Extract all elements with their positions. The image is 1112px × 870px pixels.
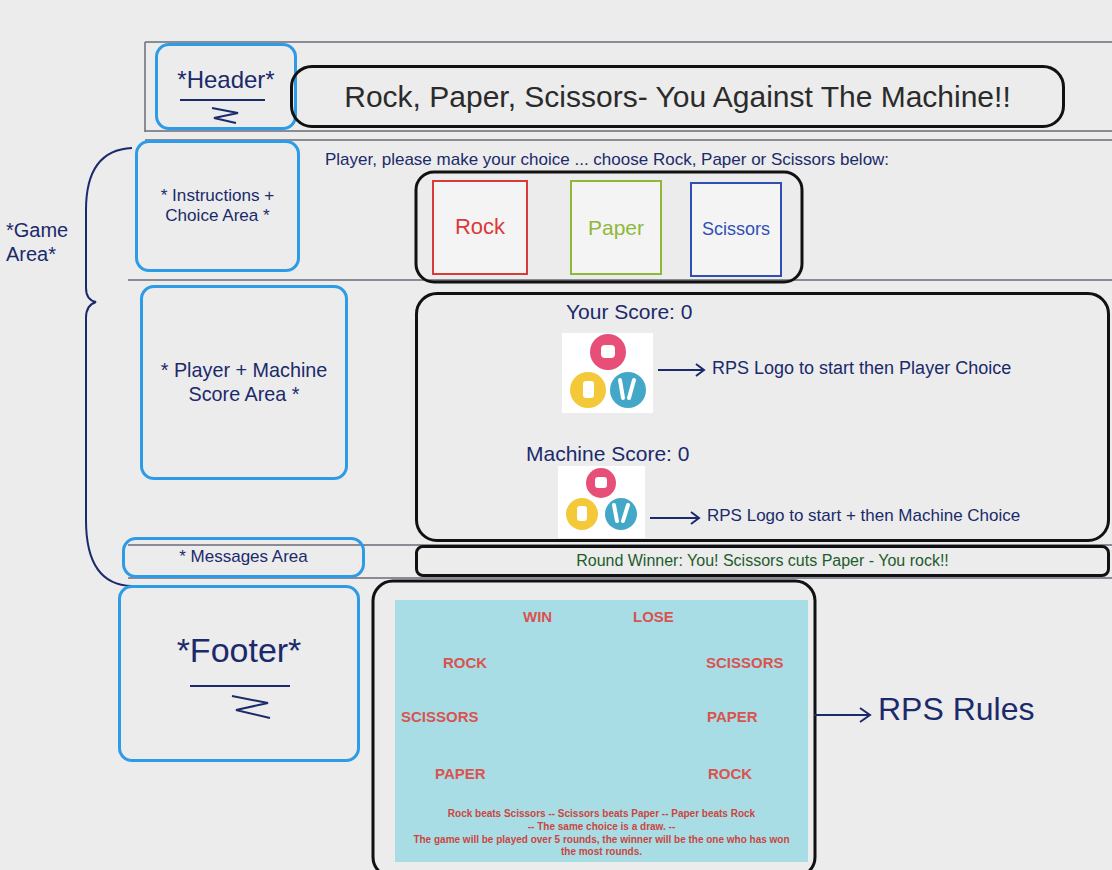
annotation-box: * Player + Machine Score Area * <box>140 285 348 480</box>
footer-container <box>373 581 815 870</box>
annotation-note: RPS Logo to start + then Machine Choice <box>707 506 1020 526</box>
wireframe-box: Rock, Paper, Scissors- You Against The M… <box>290 65 1065 128</box>
wireframe-box: Your Score: 0 Machine Score: 0 <box>415 292 1110 542</box>
node-text: * Messages Area <box>175 547 312 567</box>
node-text: Rock <box>451 214 509 240</box>
node-text: *Footer* <box>173 630 306 671</box>
annotation-box: *Footer* <box>118 585 360 762</box>
node-text: The game will be played over 5 rounds, t… <box>405 834 798 858</box>
instruction-text: Player, please make your choice ... choo… <box>325 150 889 170</box>
underline-squiggle <box>180 100 265 123</box>
node-text: * Player + Machine Score Area * <box>143 359 345 407</box>
annotation-box: * Messages Area <box>122 537 365 578</box>
node-text: SCISSORS <box>706 654 784 672</box>
node-text: * Instructions + Choice Area * <box>138 186 297 227</box>
node-text: -- The same choice is a draw. -- <box>399 821 804 833</box>
choice-button: Rock <box>432 180 528 275</box>
node-text: PAPER <box>435 765 486 783</box>
node-text: Rock beats Scissors -- Scissors beats Pa… <box>399 808 804 820</box>
node-text: PAPER <box>707 708 758 726</box>
frame-lines <box>128 42 1112 578</box>
underline-squiggle <box>190 686 290 718</box>
choice-button: Scissors <box>690 182 782 277</box>
node-text: Round Winner: You! Scissors cuts Paper -… <box>572 551 953 570</box>
annotation-note: RPS Logo to start then Player Choice <box>712 358 1011 380</box>
brace <box>86 148 132 586</box>
annotation-note: RPS Rules <box>878 690 1035 728</box>
node-text: SCISSORS <box>401 708 479 726</box>
node-text: *Header* <box>173 66 278 95</box>
node-text: Machine Score: 0 <box>526 441 689 466</box>
group-label: *Game Area* <box>6 218 80 266</box>
choice-button: Paper <box>570 180 662 275</box>
node-text: Paper <box>584 215 648 240</box>
annotation-box: *Header* <box>155 43 297 130</box>
node-text: Rock, Paper, Scissors- You Against The M… <box>340 79 1014 115</box>
node-text: ROCK <box>708 765 752 783</box>
rps-logo <box>562 333 653 413</box>
node-text: WIN <box>523 608 552 626</box>
rps-logo <box>558 466 645 538</box>
choice-container <box>416 172 802 282</box>
node-text: LOSE <box>633 608 674 626</box>
node-text: ROCK <box>443 654 487 672</box>
node-text: Your Score: 0 <box>566 299 692 324</box>
rules-panel: WIN LOSE ROCK SCISSORS SCISSORS PAPER PAPER ROC… <box>395 600 808 862</box>
wireframe-box: Round Winner: You! Scissors cuts Paper -… <box>415 545 1110 577</box>
annotation-box: * Instructions + Choice Area * <box>135 140 300 272</box>
node-text: Scissors <box>698 219 774 241</box>
